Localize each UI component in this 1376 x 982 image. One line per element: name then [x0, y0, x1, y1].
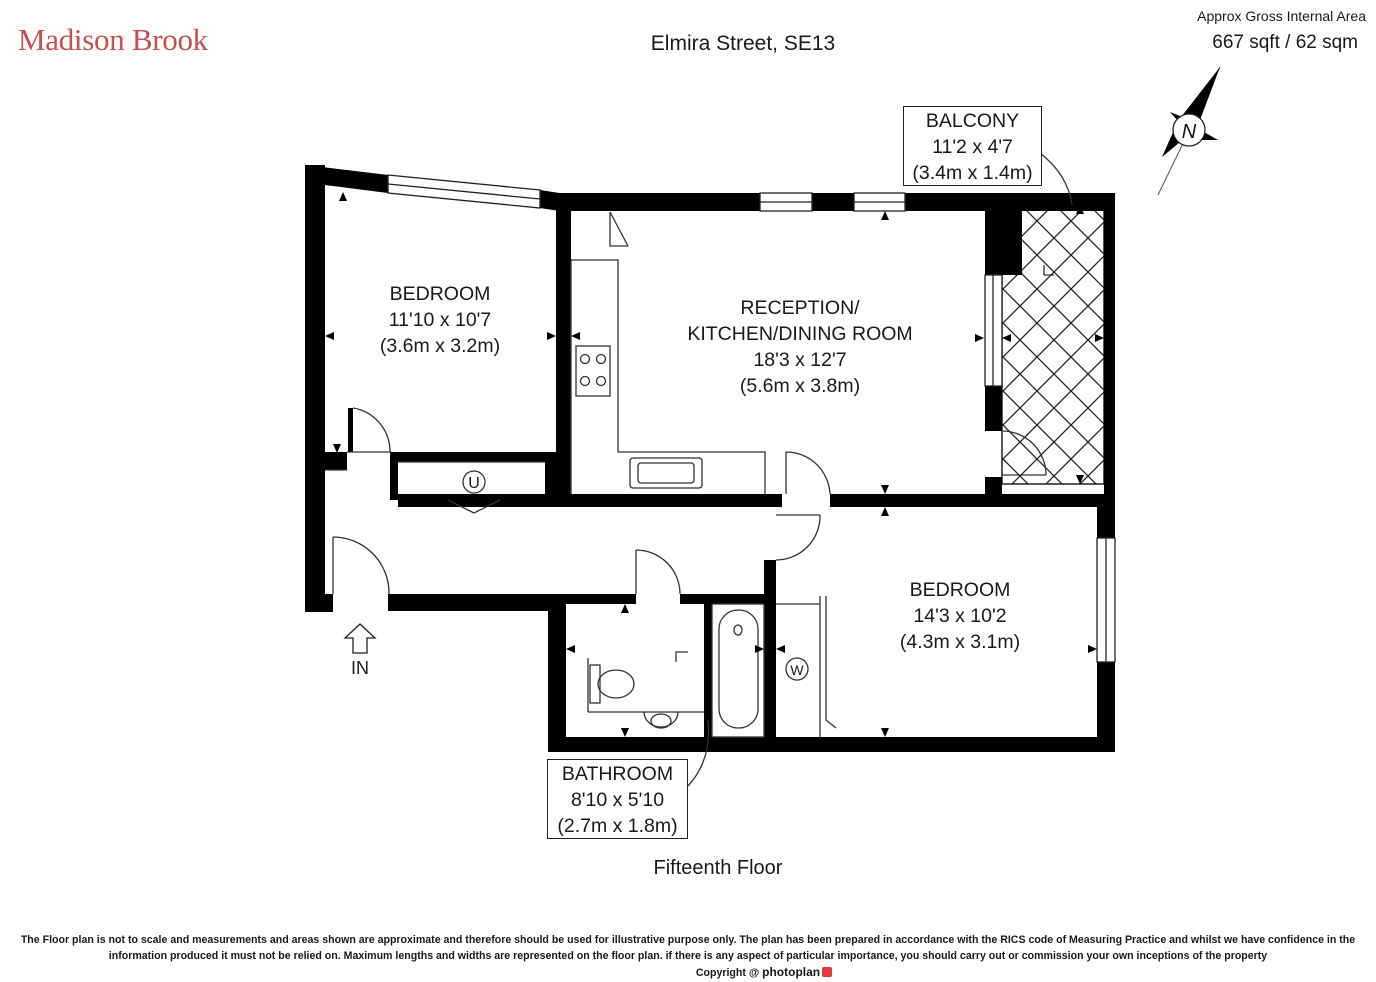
- room-label-balcony: BALCONY 11'2 x 4'7 (3.4m x 1.4m): [903, 106, 1042, 186]
- area-label: Approx Gross Internal Area: [1197, 8, 1366, 24]
- disclaimer-text: The Floor plan is not to scale and measu…: [20, 934, 1356, 962]
- copyright: Copyright @ photoplan: [0, 965, 1376, 979]
- copyright-wrap: Copyright @ photoplan: [658, 965, 833, 979]
- compass-icon: N: [1157, 66, 1221, 196]
- room-name: BEDROOM: [389, 283, 491, 305]
- room-size-imperial: 14'3 x 10'2: [913, 605, 1007, 627]
- area-value: 667 sqft / 62 sqm: [1212, 32, 1358, 53]
- room-name: BEDROOM: [909, 579, 1011, 601]
- interior-lines: [325, 152, 1073, 787]
- room-label-bathroom: BATHROOM 8'10 x 5'10 (2.7m x 1.8m): [547, 759, 688, 839]
- utility-symbol: U: [468, 475, 480, 492]
- walls: [305, 165, 1115, 752]
- room-name-line-1: RECEPTION/: [740, 297, 860, 319]
- photoplan-brand: photoplan: [762, 965, 821, 979]
- brand-logo: Madison Brook: [18, 22, 208, 57]
- room-size-metric: (3.6m x 3.2m): [379, 335, 501, 357]
- room-size-imperial: 8'10 x 5'10: [570, 789, 665, 811]
- floor-name-text: Fifteenth Floor: [653, 857, 783, 879]
- room-size-metric: (5.6m x 3.8m): [739, 375, 861, 397]
- dimension-arrows: [325, 192, 1104, 737]
- room-size-metric: (4.3m x 3.1m): [899, 631, 1021, 653]
- room-name-line-2: KITCHEN/DINING ROOM: [687, 323, 913, 345]
- room-size-imperial: 11'2 x 4'7: [932, 136, 1013, 158]
- floor-name: Fifteenth Floor: [0, 857, 1376, 880]
- room-label-bedroom-2: BEDROOM 14'3 x 10'2 (4.3m x 3.1m): [880, 577, 1040, 655]
- room-name: BALCONY: [925, 110, 1020, 132]
- room-label-reception: RECEPTION/ KITCHEN/DINING ROOM 18'3 x 12…: [660, 295, 940, 399]
- room-label-bedroom-1: BEDROOM 11'10 x 10'7 (3.6m x 3.2m): [360, 281, 520, 359]
- photoplan-icon: [822, 967, 833, 977]
- room-name: BATHROOM: [561, 763, 674, 785]
- entrance-arrow-icon: [343, 623, 377, 654]
- room-size-metric: (3.4m x 1.4m): [912, 162, 1033, 184]
- wardrobe-symbol: W: [790, 662, 804, 678]
- entrance-label: IN: [351, 658, 369, 678]
- room-size-imperial: 18'3 x 12'7: [753, 349, 847, 371]
- copyright-text: Copyright @: [695, 967, 760, 979]
- room-size-imperial: 11'10 x 10'7: [388, 309, 492, 331]
- room-size-metric: (2.7m x 1.8m): [557, 815, 678, 837]
- compass-label: N: [1182, 121, 1197, 143]
- windows: [387, 174, 1116, 663]
